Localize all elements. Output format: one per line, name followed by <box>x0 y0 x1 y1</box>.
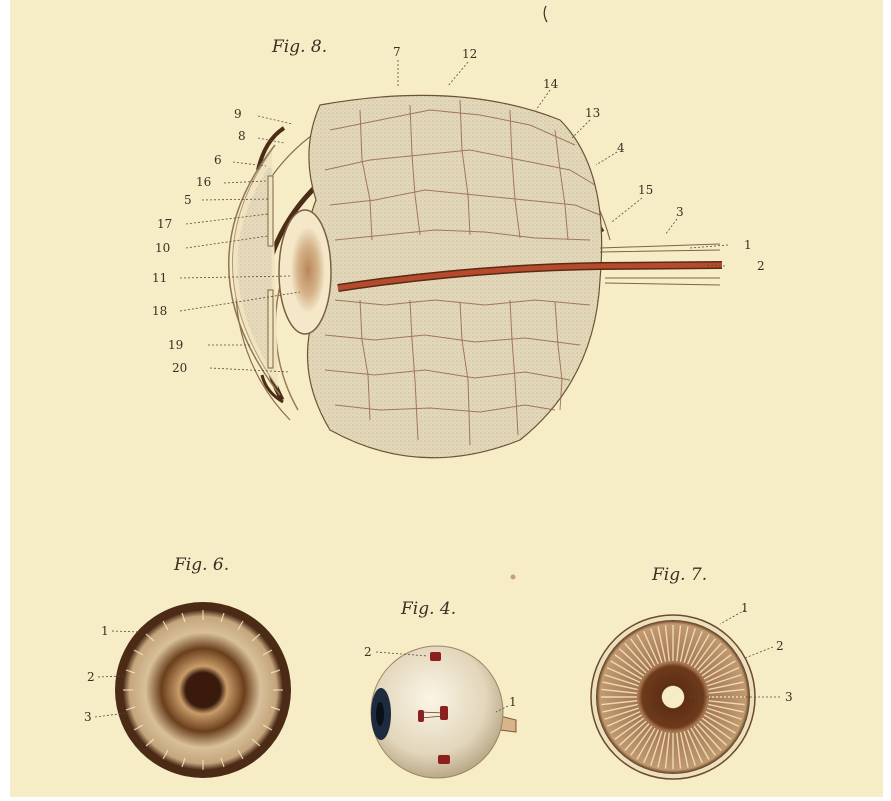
fig6-label-2: 2 <box>87 670 95 684</box>
fig8-label-12: 12 <box>462 47 477 61</box>
fig8-label-16: 16 <box>196 175 211 189</box>
fig8-label-7: 7 <box>393 45 401 59</box>
fig8-label-18: 18 <box>152 304 167 318</box>
fig8-label-11: 11 <box>152 271 167 285</box>
fig8-label-5: 5 <box>184 193 192 207</box>
fig8-title: Fig. 8. <box>271 37 327 57</box>
fig8-label-13: 13 <box>585 106 600 120</box>
fig6-title: Fig. 6. <box>173 555 229 575</box>
fig4-title: Fig. 4. <box>400 599 456 619</box>
fig8-label-14: 14 <box>543 77 559 91</box>
fig4-pupil <box>376 702 384 726</box>
fig8-label-4: 4 <box>617 141 625 155</box>
iris-lower <box>268 290 273 368</box>
fig4-label-2: 2 <box>364 645 372 659</box>
fig6-label-1: 1 <box>101 624 109 638</box>
fig6-pupil <box>186 673 220 707</box>
fig8-label-9: 9 <box>234 107 242 121</box>
fig8-label-8: 8 <box>238 129 246 143</box>
fig8-label-2: 2 <box>757 259 765 273</box>
fig8-label-10: 10 <box>155 241 170 255</box>
iris-upper <box>268 176 273 246</box>
lens-nucleus <box>291 228 325 312</box>
fig8-label-1: 1 <box>744 238 752 252</box>
fig8-label-3: 3 <box>676 205 684 219</box>
fig8-label-20: 20 <box>172 361 187 375</box>
fig7-pupil <box>663 687 683 707</box>
fig8-label-17: 17 <box>157 217 172 231</box>
fig7-title: Fig. 7. <box>651 565 707 585</box>
fig8-label-19: 19 <box>168 338 183 352</box>
fig8-label-6: 6 <box>214 153 222 167</box>
paper-spot <box>511 575 516 580</box>
fig7-label-3: 3 <box>785 690 793 704</box>
fig8-label-15: 15 <box>638 183 653 197</box>
fig7-label-1: 1 <box>741 601 749 615</box>
fig6-label-3: 3 <box>84 710 92 724</box>
fig7-label-2: 2 <box>776 639 784 653</box>
fig4-label-1: 1 <box>509 695 517 709</box>
